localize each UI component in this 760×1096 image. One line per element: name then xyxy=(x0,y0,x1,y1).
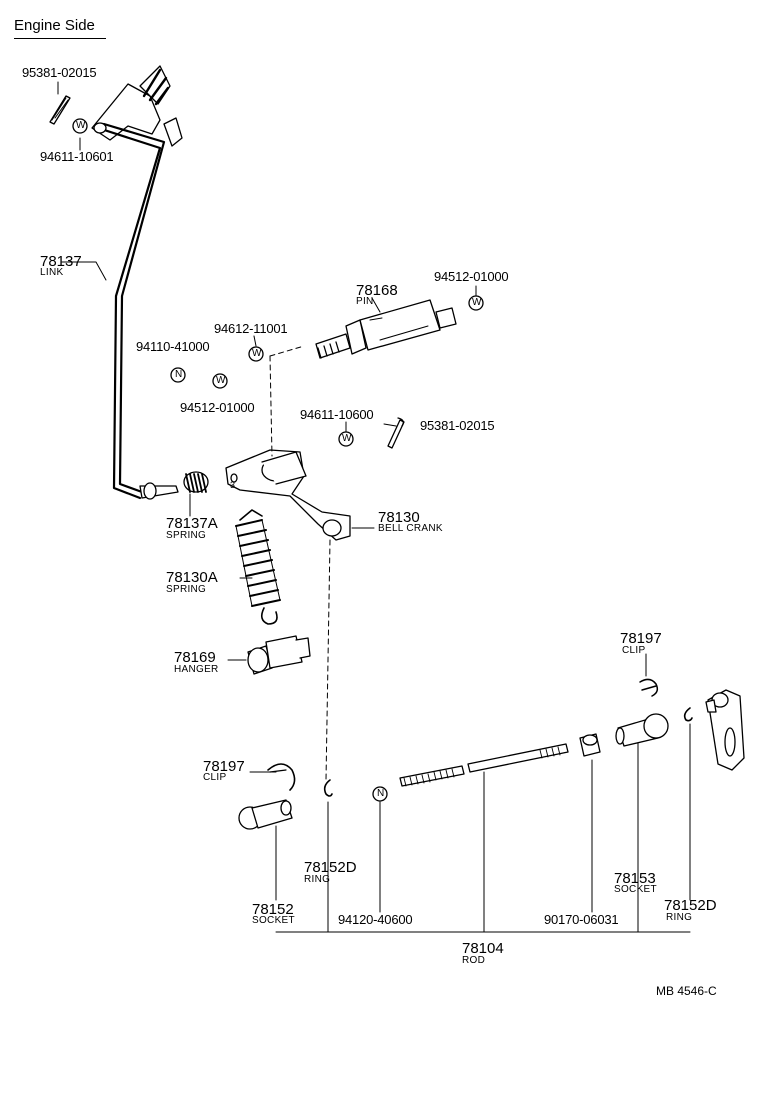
part-number: 78169 xyxy=(174,649,216,666)
part-name: LINK xyxy=(40,267,64,278)
leader-lines xyxy=(57,81,691,933)
svg-text:3: 3 xyxy=(230,480,235,490)
badge-washer-4 xyxy=(212,373,228,389)
part-number: 94110-41000 xyxy=(136,339,210,354)
part-number: 78168 xyxy=(356,282,398,299)
washer-marker: W xyxy=(216,375,226,386)
part-name: RING xyxy=(304,874,331,885)
part-name: CLIP xyxy=(622,645,646,656)
badge-washer-3 xyxy=(248,346,264,362)
part-name: SPRING xyxy=(166,530,207,541)
part-number: 78197 xyxy=(203,758,245,775)
pin-78168 xyxy=(315,299,457,359)
part-number: 78152 xyxy=(252,901,294,918)
part-number: 78152D xyxy=(304,859,357,876)
part-number: 94120-40600 xyxy=(338,912,413,927)
lever-plate-right xyxy=(705,689,745,771)
part-number: 90170-06031 xyxy=(544,912,619,927)
title-underline xyxy=(14,38,106,39)
part-number: 94611-10601 xyxy=(40,149,114,164)
badge-washer-2 xyxy=(468,295,484,311)
nut-marker: N xyxy=(175,369,183,380)
part-number: 78152D xyxy=(664,897,717,914)
part-number: 94512-01000 xyxy=(434,269,509,284)
diagram-code: MB 4546-C xyxy=(656,984,717,998)
part-name: RING xyxy=(666,912,693,923)
part-number: 78104 xyxy=(462,940,504,957)
hanger-78169 xyxy=(247,635,311,675)
part-number: 78197 xyxy=(620,630,662,647)
part-number: 78137A xyxy=(166,515,218,532)
part-name: CLIP xyxy=(203,772,227,783)
clip-left xyxy=(267,763,296,791)
part-number: 95381-02015 xyxy=(420,418,495,433)
part-name: ROD xyxy=(462,955,486,966)
part-name: HANGER xyxy=(174,664,219,675)
nut-marker: N xyxy=(377,788,385,799)
part-number: 78153 xyxy=(614,870,656,887)
link-rod xyxy=(93,122,179,500)
washer-marker: W xyxy=(76,120,86,131)
part-number: 78137 xyxy=(40,253,82,270)
socket-right xyxy=(615,713,669,747)
part-number: 94612-11001 xyxy=(214,321,288,336)
badge-washer-5 xyxy=(338,431,354,447)
badge-nut-2 xyxy=(372,786,388,802)
socket-left xyxy=(238,799,293,830)
part-name: SOCKET xyxy=(252,915,295,926)
link-spring xyxy=(183,471,209,493)
part-number: 94512-01000 xyxy=(180,400,255,415)
washer-marker: W xyxy=(472,297,482,308)
badge-washer-1 xyxy=(72,118,88,134)
bellcrank-spring xyxy=(235,509,281,625)
washer-marker: W xyxy=(342,433,352,444)
bell-crank: 3 xyxy=(225,449,351,541)
part-number: 95381-02015 xyxy=(22,65,97,80)
clip-right xyxy=(639,678,659,697)
badge-nut-1 xyxy=(170,367,186,383)
ring-right xyxy=(683,707,693,722)
part-number: 94611-10600 xyxy=(300,407,374,422)
rod-78104 xyxy=(399,743,569,787)
page-title: Engine Side xyxy=(14,17,95,34)
part-number: 78130 xyxy=(378,509,420,526)
part-name: PIN xyxy=(356,296,374,307)
part-name: BELL CRANK xyxy=(378,523,443,534)
ring-left xyxy=(323,779,333,797)
part-name: SOCKET xyxy=(614,884,657,895)
cotter-pin-top xyxy=(49,95,71,125)
nut-90170 xyxy=(579,733,601,757)
part-number: 78130A xyxy=(166,569,218,586)
washer-marker: W xyxy=(252,348,262,359)
cotter-pin-mid xyxy=(387,417,405,449)
part-name: SPRING xyxy=(166,584,207,595)
